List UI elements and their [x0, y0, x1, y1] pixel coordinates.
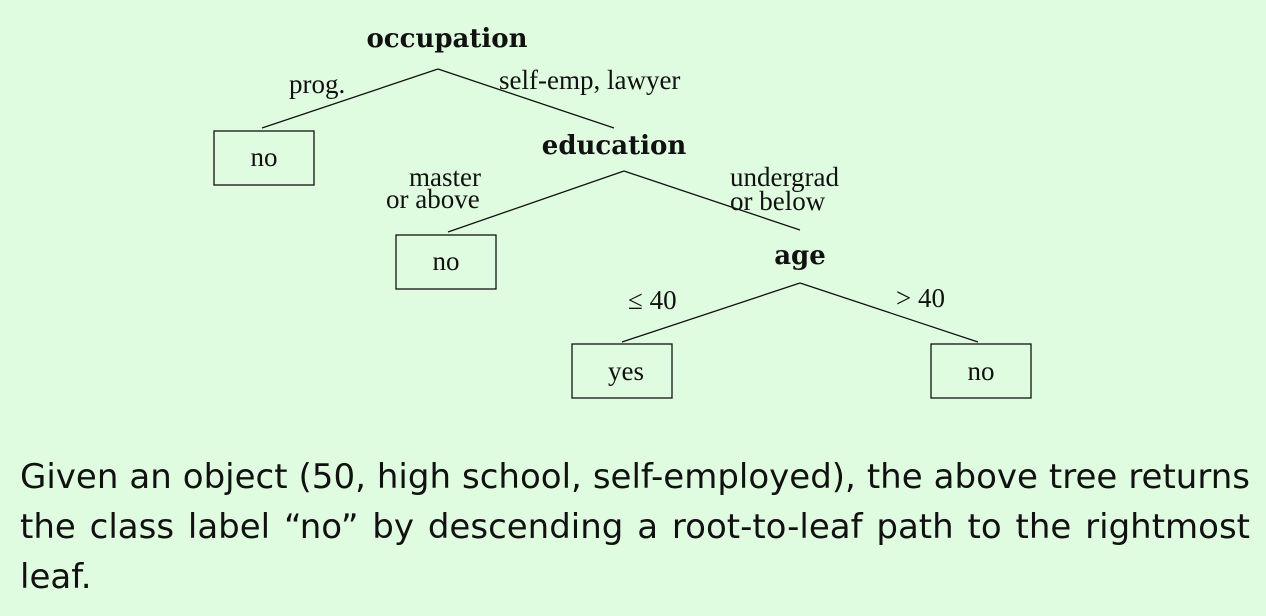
edge-label-gt-40: > 40 [896, 283, 945, 313]
leaf-label: no [251, 142, 278, 172]
edge-age-to-yes [621, 282, 801, 343]
leaf-occupation-prog: no [213, 130, 315, 186]
edge-label-or-below: or below [730, 186, 826, 216]
edge-label-master: master [409, 162, 481, 192]
edge-label-undergrad: undergrad [730, 162, 839, 192]
node-education: education [542, 131, 687, 161]
leaf-box [213, 130, 315, 186]
decision-tree-diagram: occupation education age prog. self-emp,… [213, 24, 1032, 399]
edge-label-self-emp-lawyer: self-emp, lawyer [499, 65, 680, 95]
leaf-education-master: no [395, 234, 497, 290]
edge-label-le-40: ≤ 40 [628, 285, 677, 315]
leaf-label: no [433, 246, 460, 276]
leaf-age-le-40: yes [571, 343, 673, 399]
edge-education-to-age [623, 170, 801, 231]
leaf-box [571, 343, 673, 399]
edge-occupation-to-education [437, 68, 615, 129]
leaf-label: yes [608, 356, 644, 386]
leaf-box [930, 343, 1032, 399]
caption-text: Given an object (50, high school, self-e… [20, 457, 1250, 597]
leaf-label: no [968, 356, 995, 386]
leaf-age-gt-40: no [930, 343, 1032, 399]
node-occupation: occupation [366, 24, 527, 54]
edge-label-prog: prog. [289, 69, 345, 99]
edge-occupation-to-no [261, 68, 439, 129]
edge-label-or-above: or above [386, 184, 480, 214]
edge-education-to-no [447, 170, 625, 233]
edge-age-to-no [799, 282, 979, 343]
node-age: age [774, 241, 826, 271]
leaf-box [395, 234, 497, 290]
